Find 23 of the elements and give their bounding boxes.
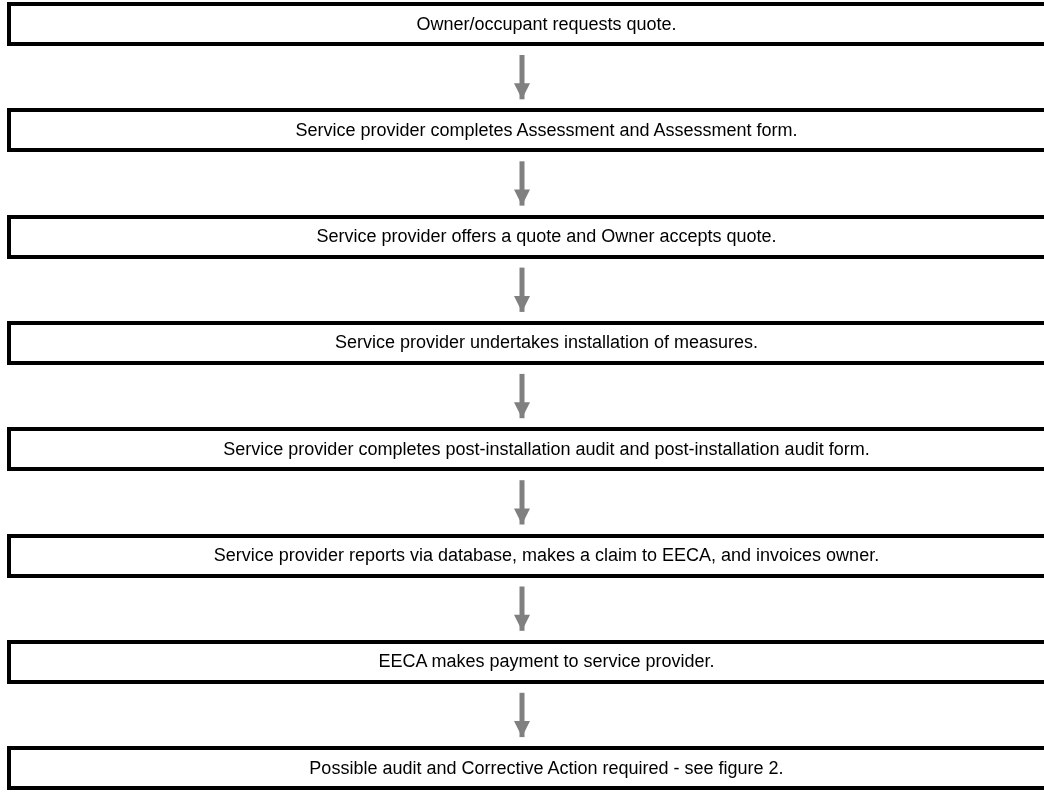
arrow (514, 692, 530, 738)
arrow (514, 55, 530, 100)
process-box (7, 214, 1044, 259)
step-text: Owner/occupant requests quote. (415, 13, 677, 35)
step-text: Service provider offers a quote and Owner accepts quote. (315, 226, 777, 248)
process-box (7, 533, 1044, 578)
process-box (7, 2, 1044, 46)
arrow (514, 161, 530, 206)
step-text: Service provider reports via database, makes a claim to EECA, and invoices owner. (212, 545, 880, 566)
process-box (7, 427, 1044, 472)
process-box (7, 320, 1044, 365)
arrow (514, 480, 530, 525)
arrow (514, 586, 530, 631)
step-text: Service provider completes post-installation audit and post-installation audit form. (222, 438, 870, 460)
process-box (7, 639, 1044, 684)
step-text: Service provider undertakes installation of measures. (333, 332, 759, 354)
arrow (514, 267, 530, 312)
step-text: EECA makes payment to service provider. (377, 651, 715, 673)
process-box (7, 746, 1044, 791)
step-text: Possible audit and Corrective Action required - see figure 2. (308, 757, 784, 779)
arrow (514, 373, 530, 419)
process-box (7, 108, 1044, 153)
step-text: Service provider completes Assessment and Assessment form. (294, 119, 798, 141)
